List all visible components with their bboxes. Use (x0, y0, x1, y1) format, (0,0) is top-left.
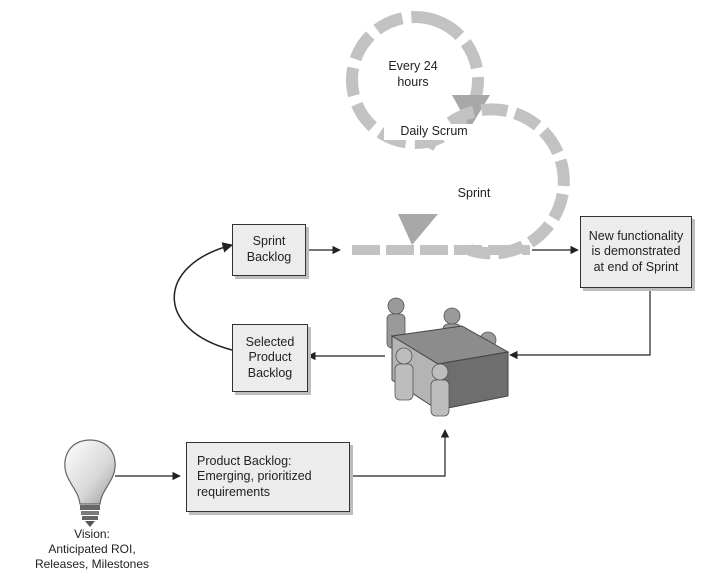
sprint-cycle-loop (398, 103, 570, 260)
lightbulb-icon (64, 439, 116, 527)
product-backlog-box: Product Backlog: Emerging, prioritized r… (186, 442, 350, 512)
sprint-label: Sprint (457, 186, 491, 200)
sprint-cycle-arrowhead (398, 214, 438, 245)
team-meeting-icon (386, 297, 510, 417)
vision-label: Vision: Anticipated ROI, Releases, Miles… (34, 527, 150, 571)
arrow-product-backlog-to-team (352, 429, 450, 477)
selected-product-backlog-box: Selected Product Backlog (232, 324, 308, 392)
arrow-selected-to-sprint-backlog (173, 242, 234, 351)
arrow-new-functionality-to-team (509, 290, 651, 360)
daily-scrum-label: Daily Scrum (384, 124, 484, 140)
every-24-hours-label: Every 24 hours (388, 59, 438, 89)
new-functionality-box: New functionality is demonstrated at end… (580, 216, 692, 288)
sprint-backlog-box: Sprint Backlog (232, 224, 306, 276)
